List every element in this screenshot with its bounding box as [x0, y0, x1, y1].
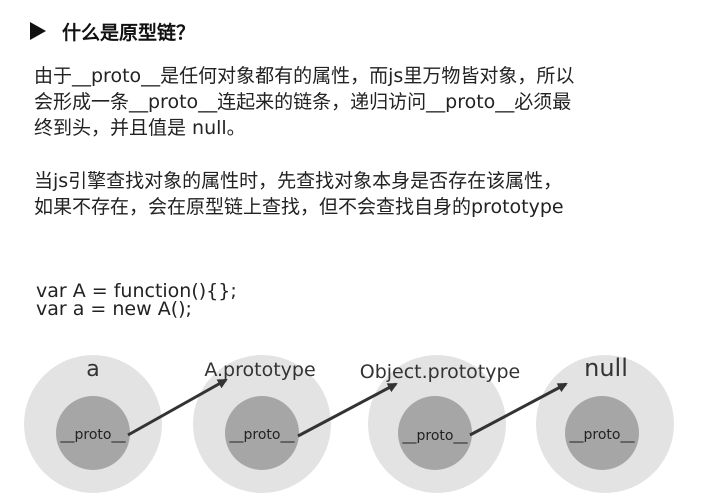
- chain-arrow: [297, 382, 398, 438]
- section-heading: 什么是原型链？: [30, 14, 195, 48]
- node-label: a: [86, 357, 99, 382]
- code-line: var A = function(){};: [36, 280, 237, 302]
- proto-label: __proto__: [60, 427, 127, 443]
- paragraph-lookup: 当js引擎查找对象的属性时，先查找对象本身是否存在该属性， 如果不存在，会在原型链…: [34, 168, 564, 220]
- paragraph-proto-chain: 由于__proto__是任何对象都有的属性，而js里万物皆对象，所以会形成一条_…: [34, 63, 574, 141]
- node-label: null: [584, 354, 628, 382]
- chain-arrow: [469, 382, 568, 437]
- inner-circle: [398, 396, 472, 470]
- inner-circle: [225, 396, 299, 470]
- paragraph-line: 如果不存在，会在原型链上查找，但不会查找自身的prototype: [34, 196, 564, 218]
- chain-node-a: a __proto__: [24, 355, 162, 493]
- paragraph-line: 当js引擎查找对象的属性时，先查找对象本身是否存在该属性，: [34, 170, 563, 192]
- triangle-bullet-icon: [30, 22, 46, 40]
- inner-circle: [565, 396, 639, 470]
- chain-node-object-prototype: Object.prototype __proto__: [360, 355, 521, 493]
- proto-label: __proto__: [229, 427, 296, 443]
- node-label: Object.prototype: [360, 361, 521, 383]
- inner-circle: [56, 396, 130, 470]
- proto-label: __proto__: [569, 427, 636, 443]
- chain-node-a-prototype: A.prototype __proto__: [193, 355, 331, 493]
- chain-arrow: [127, 378, 228, 437]
- node-label: A.prototype: [204, 359, 315, 381]
- prototype-chain-diagram: a __proto__ A.prototype __proto__ Object…: [24, 354, 674, 493]
- heading-title: 什么是原型链？: [62, 21, 196, 44]
- code-line: var a = new A();: [36, 298, 192, 320]
- paragraph-line: 会形成一条__proto__连起来的链条，递归访问__proto__必须最: [34, 91, 572, 113]
- paragraph-line: 由于__proto__是任何对象都有的属性，而js里万物皆对象，所以: [34, 65, 575, 87]
- chain-node-null: null __proto__: [536, 354, 674, 493]
- code-snippet: var A = function(){};var a = new A();: [36, 280, 237, 320]
- paragraph-line: 终到头，并且值是 null。: [34, 117, 246, 139]
- proto-label: __proto__: [402, 428, 469, 444]
